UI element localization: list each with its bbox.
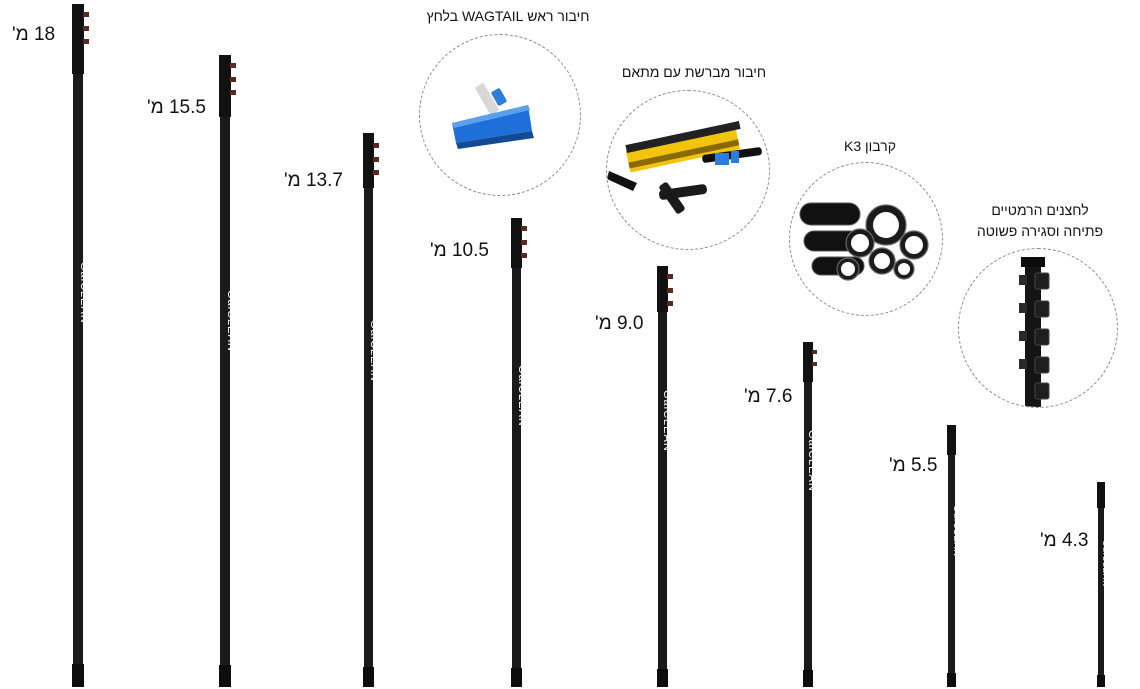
pole-length-label: 5.5 מ' [889, 455, 938, 476]
pole-length-label: 15.5 מ' [147, 97, 206, 118]
carbon-tubes-icon [799, 202, 929, 281]
wagtail-feature-circle [419, 34, 581, 196]
pole-image [361, 133, 379, 687]
pole-image [217, 55, 236, 687]
pole-length-label: 7.6 מ' [744, 386, 793, 407]
brush-adapter-icon [607, 121, 762, 214]
squeegee-head-icon [452, 83, 534, 149]
pole-length-label: 9.0 מ' [595, 313, 644, 334]
pole-brand-text: GalCLEAN [516, 365, 528, 427]
pole-brand-text: GalCLEAN [1101, 540, 1110, 588]
clamps-feature-title-line2: פתיחה וסגירה פשוטה [976, 223, 1104, 239]
clamps-feature-title-line1: לחצנים הרמטיים [991, 202, 1089, 218]
brush-feature-title: חיבור מברשת עם מתאם [621, 64, 767, 80]
pole-brand-text: GalCLEAN [78, 262, 90, 324]
carbon-feature-circle [789, 162, 943, 316]
brush-feature-circle [606, 90, 770, 250]
pole-image [1096, 482, 1110, 687]
clamps-feature-circle [958, 248, 1118, 408]
pole-brand-text: GalCLEAN [661, 390, 673, 452]
pole-image [946, 425, 960, 687]
pole-image [509, 218, 527, 687]
pole-brand-text: GalCLEAN [225, 290, 237, 352]
pole-brand-text: GalCLEAN [952, 505, 962, 558]
pole-length-label: 10.5 מ' [430, 240, 489, 261]
pole-length-label: 18 מ' [12, 24, 56, 45]
pole-length-label: 13.7 מ' [284, 170, 343, 191]
pole-brand-text: GalCLEAN [368, 320, 380, 382]
carbon-feature-title: קרבון K3 [844, 138, 896, 154]
pole-image [70, 4, 89, 687]
wagtail-feature-title: חיבור ראש WAGTAIL בלחץ [426, 8, 590, 24]
pole-brand-text: GalCLEAN [806, 430, 818, 492]
clamp-detail-icon [1019, 257, 1050, 407]
pole-length-label: 4.3 מ' [1040, 530, 1089, 551]
pole-image [655, 266, 673, 687]
pole-image [801, 342, 817, 687]
